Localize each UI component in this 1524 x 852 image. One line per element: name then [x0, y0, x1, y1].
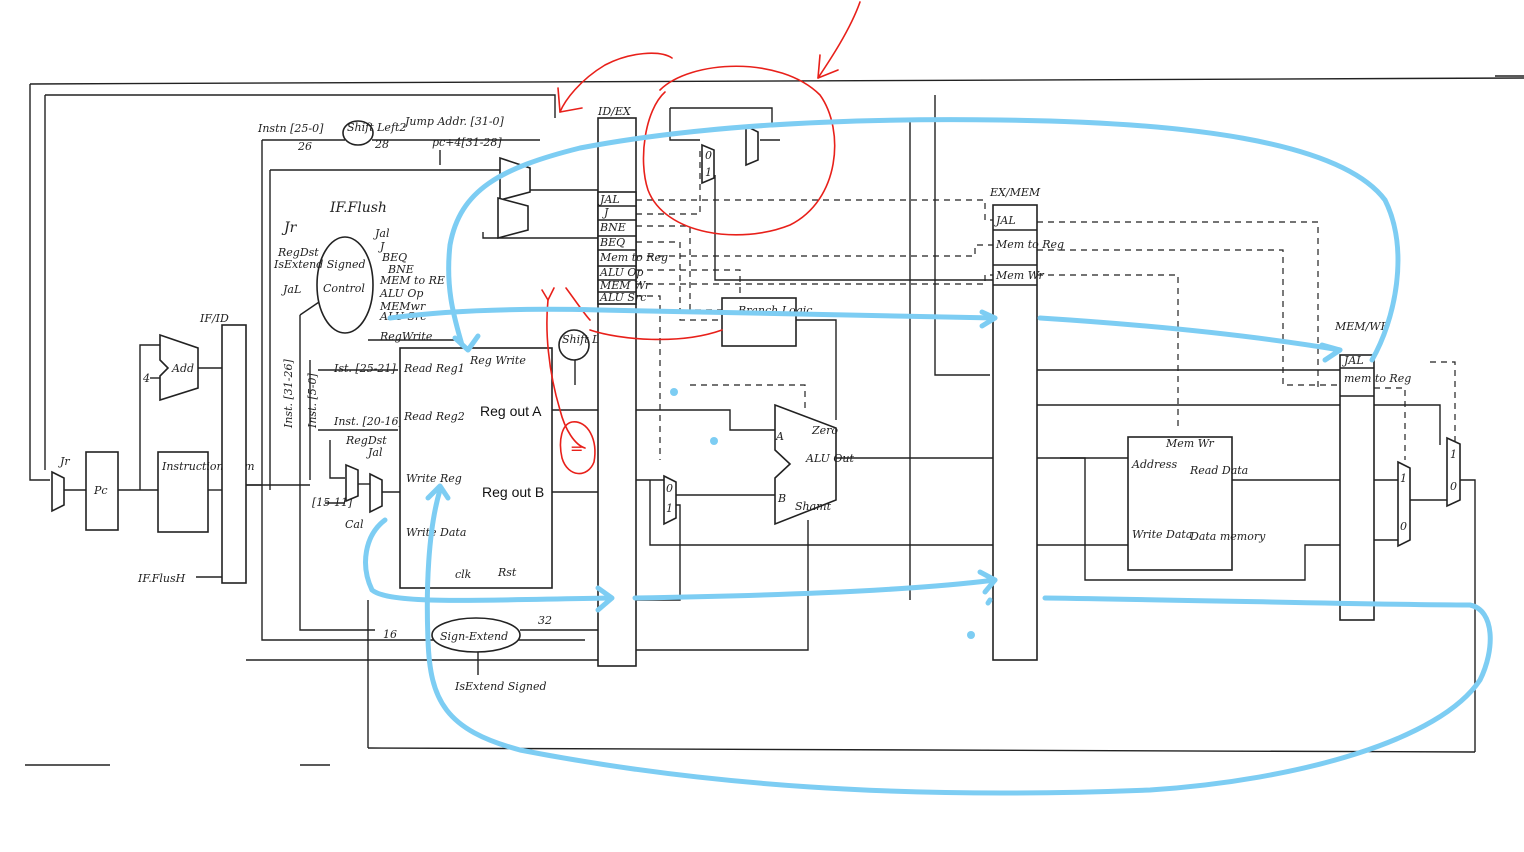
data-memory: Mem Wr Address Read Data Write Data Data… [1128, 437, 1266, 570]
svg-text:BNE: BNE [599, 221, 626, 234]
if-id-label: IF/ID [199, 312, 229, 325]
bits-26-label: 26 [297, 140, 312, 153]
ex-mem-register: EX/MEM JAL Mem to Reg Mem Wr [989, 186, 1064, 660]
svg-text:MEM/WB: MEM/WB [1334, 320, 1389, 333]
if-id-register [222, 325, 246, 583]
equality-mark: = [570, 439, 583, 458]
svg-text:Data memory: Data memory [1189, 530, 1266, 543]
inst-25-21-label: Ist. [25-21] [333, 362, 396, 375]
svg-text:Control: Control [323, 282, 365, 295]
cal-label: Cal [345, 518, 364, 531]
svg-text:clk: clk [455, 568, 472, 581]
jal-select-mux-one: 1 [705, 166, 712, 179]
branch-mux [498, 198, 528, 238]
svg-text:Shift Left2: Shift Left2 [347, 121, 406, 134]
svg-text:J: J [602, 206, 609, 219]
svg-text:BEQ: BEQ [599, 236, 625, 249]
memtoreg-mux-zero: 0 [1400, 520, 1407, 533]
ctrl-jal-label: Jal [373, 227, 390, 240]
four-label: 4 [142, 372, 150, 385]
control-unit: Control [317, 237, 373, 333]
svg-text:JAL: JAL [994, 214, 1016, 227]
reg-out-b-label: Reg out B [482, 484, 544, 500]
alu: A B Zero ALU Out Shamt [775, 405, 855, 524]
branch-logic: Branch Logic [722, 298, 812, 346]
jal-select-mux-zero: 0 [705, 149, 712, 162]
svg-text:Mem Wr: Mem Wr [1165, 437, 1215, 450]
jal-mux-label: Jal [366, 446, 383, 459]
svg-text:JAL: JAL [598, 193, 620, 206]
svg-text:Read Reg1: Read Reg1 [403, 362, 465, 375]
wb-wires [1374, 362, 1475, 752]
jal-mux [370, 474, 382, 512]
svg-text:Write Data: Write Data [1132, 528, 1192, 541]
is-extend-signed-label: IsExtend Signed [454, 680, 547, 693]
ctrl-aluop-label: ALU Op [379, 287, 423, 300]
svg-text:B: B [777, 492, 786, 505]
jr-select-mux [746, 126, 758, 165]
id-ex-register: ID/EX JAL J BNE BEQ Mem to Reg ALU Op ME… [597, 105, 668, 666]
svg-text:Write Reg: Write Reg [406, 472, 462, 485]
instr-5-0-label: Inst. [5-0] [306, 373, 319, 429]
svg-text:Sign-Extend: Sign-Extend [440, 630, 508, 643]
reg-out-a-label: Reg out A [480, 403, 542, 419]
isextend-in-label: IsExtend Signed [273, 258, 366, 271]
ctrl-regwrite-label: RegWrite [379, 330, 433, 343]
svg-text:EX/MEM: EX/MEM [989, 186, 1041, 199]
regdst-mux [346, 465, 358, 501]
jal-wb-mux-zero: 0 [1450, 480, 1457, 493]
jump-addr-label: Jump Addr. [31-0] [403, 115, 505, 128]
if-flush-top-label: IF.Flush [329, 200, 387, 216]
jal-in-label: JaL [281, 283, 301, 296]
svg-text:Zero: Zero [811, 424, 838, 437]
pc-label: Pc [93, 484, 108, 497]
alu-src-mux-one: 1 [666, 502, 673, 515]
bits-28-label: 28 [374, 138, 389, 151]
svg-text:Shamt: Shamt [795, 500, 832, 513]
svg-text:ALU Out: ALU Out [805, 452, 855, 465]
svg-text:Write Data: Write Data [406, 526, 466, 539]
svg-text:Mem to Reg: Mem to Reg [995, 238, 1064, 251]
svg-text:Rst: Rst [497, 566, 517, 579]
alu-src-mux-zero: 0 [666, 482, 673, 495]
svg-text:mem to Reg: mem to Reg [1344, 372, 1411, 385]
ex-stage-wires [636, 95, 993, 650]
svg-text:Reg Write: Reg Write [469, 354, 526, 367]
ctrl-memtoreg-label: MEM to RE [379, 274, 445, 287]
instr-31-26-label: Inst. [31-26] [282, 359, 295, 429]
sign-extend: Sign-Extend [432, 618, 520, 652]
svg-text:ALU Op: ALU Op [599, 266, 643, 279]
svg-text:A: A [775, 430, 784, 443]
jr-mux-label: Jr [58, 455, 70, 468]
if-stage: Jr Pc Add 4 Instruction mem IF/ID IF.Flu… [52, 312, 255, 585]
inst-20-16-label: Inst. [20-16] [333, 415, 403, 428]
svg-text:Read Reg2: Read Reg2 [403, 410, 465, 423]
svg-text:ALU Src: ALU Src [599, 291, 646, 304]
svg-text:ID/EX: ID/EX [597, 105, 632, 118]
svg-text:JAL: JAL [1342, 354, 1364, 367]
svg-text:Mem to Reg: Mem to Reg [599, 251, 668, 264]
jr-top-label: Jr [281, 220, 298, 236]
pc4-label: pc+4[31-28] [432, 136, 502, 149]
instr-25-0-label: Instn [25-0] [257, 122, 324, 135]
jal-wb-mux-one: 1 [1450, 448, 1457, 461]
bits-32-label: 32 [538, 614, 552, 627]
add-label: Add [171, 362, 194, 375]
svg-text:Read Data: Read Data [1189, 464, 1248, 477]
bits-16-label: 16 [383, 628, 397, 641]
jr-mux [52, 472, 64, 511]
if-flush-bottom-label: IF.FlusH [137, 572, 186, 585]
svg-text:Address: Address [1131, 458, 1177, 471]
register-file: Read Reg1 Read Reg2 Reg Write Write Reg … [400, 348, 552, 588]
memtoreg-mux-one: 1 [1400, 472, 1407, 485]
